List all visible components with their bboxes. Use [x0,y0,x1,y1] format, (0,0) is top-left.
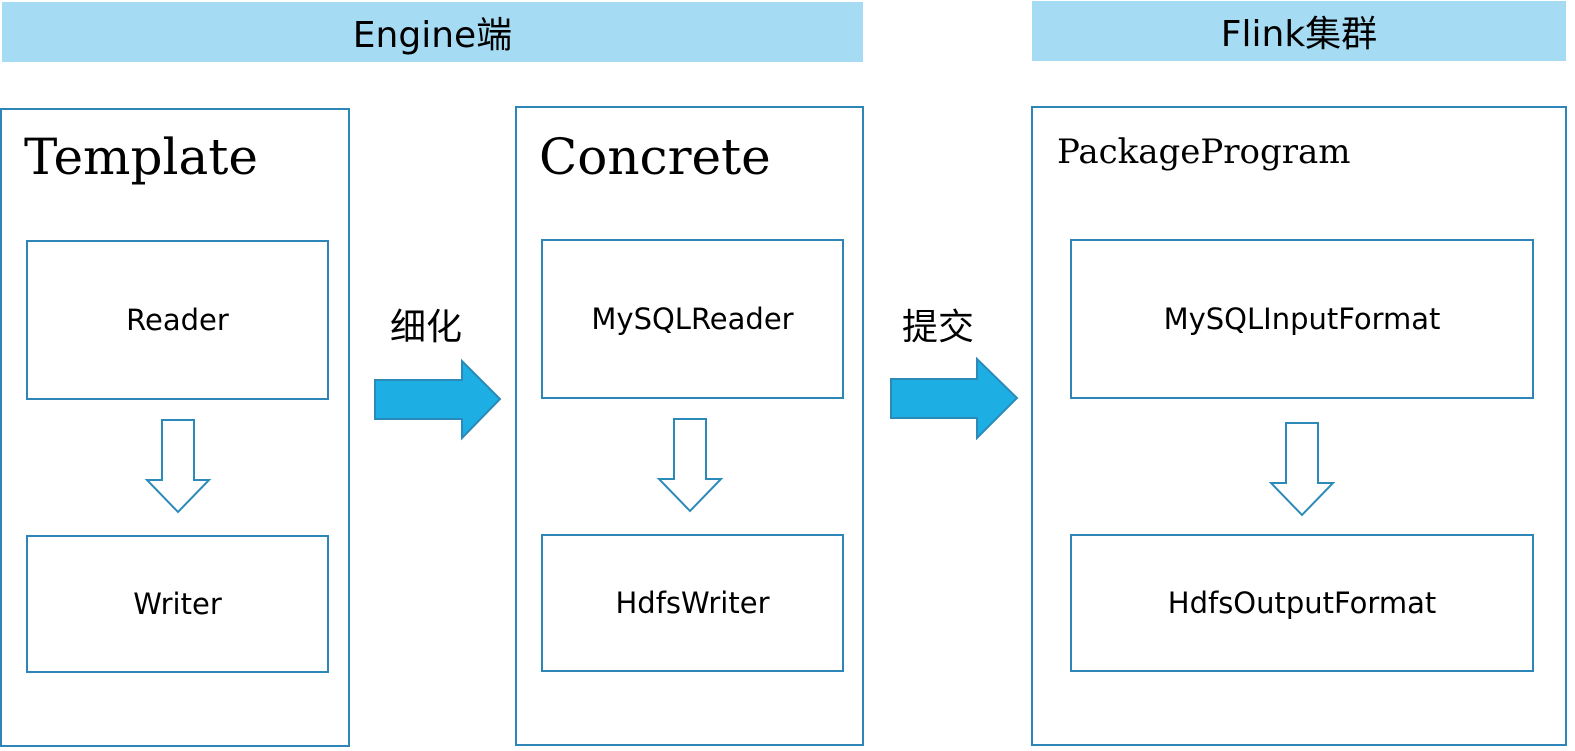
package-flow-arrow [1268,422,1336,517]
template-panel-title: Template [24,128,258,186]
template-flow-arrow [144,419,212,514]
engine-side-header: Engine端 [2,2,863,62]
refine-arrow [374,358,502,441]
template-panel: Template Reader Writer [0,108,350,747]
concrete-panel: Concrete MySQLReader HdfsWriter [515,106,864,746]
engine-side-header-label: Engine端 [352,15,513,56]
concrete-panel-title: Concrete [539,128,771,186]
hdfs-output-format-node: HdfsOutputFormat [1070,534,1534,672]
refine-label: 细化 [390,307,463,348]
reader-node: Reader [26,240,329,400]
flink-cluster-header: Flink集群 [1032,1,1566,61]
concrete-flow-arrow [656,418,724,513]
mysql-input-format-node: MySQLInputFormat [1070,239,1534,399]
writer-node: Writer [26,535,329,673]
flink-cluster-header-label: Flink集群 [1220,14,1378,55]
submit-label: 提交 [902,307,975,348]
package-program-panel-title: PackageProgram [1057,132,1351,172]
package-program-panel: PackageProgram MySQLInputFormat HdfsOutp… [1031,106,1567,746]
submit-arrow [890,356,1019,441]
mysql-reader-node: MySQLReader [541,239,844,399]
hdfs-writer-node: HdfsWriter [541,534,844,672]
